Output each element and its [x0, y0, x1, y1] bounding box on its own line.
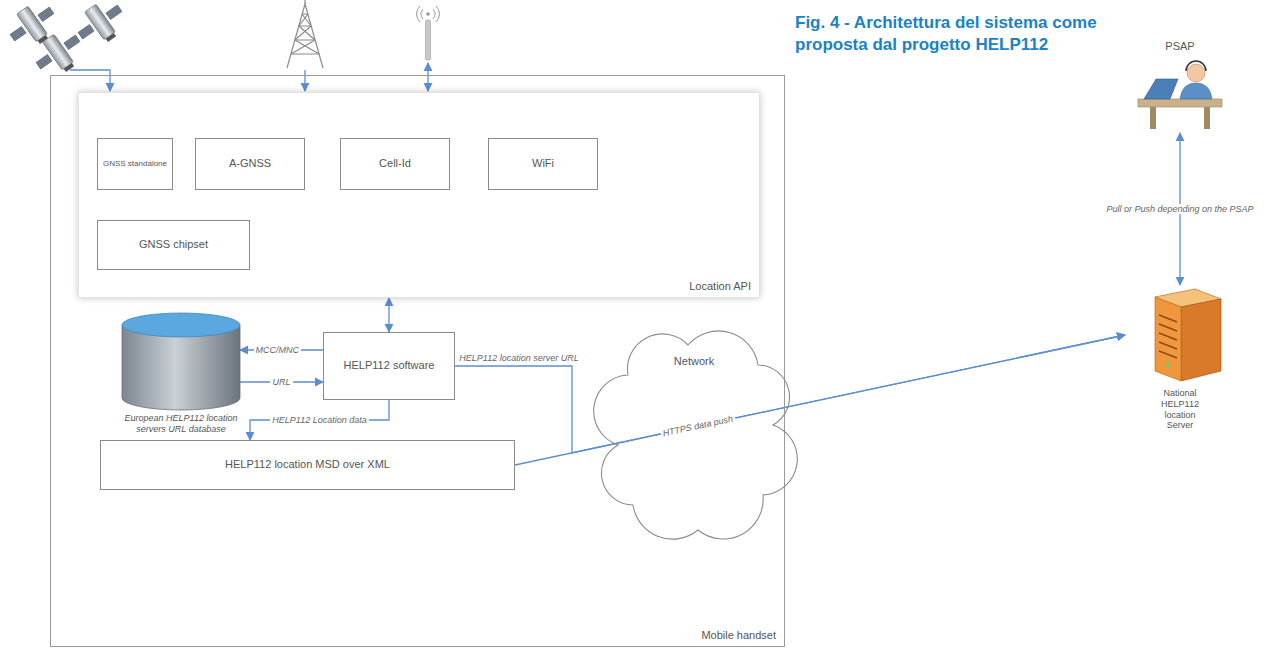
connector-arrow [515, 335, 1125, 465]
message-box: HELP112 location MSD over XML [100, 440, 515, 490]
wifi-antenna-icon [417, 6, 440, 60]
node-label: National HELP112 location Server [1153, 388, 1208, 431]
connector-label: MCC/MNC [254, 345, 302, 355]
connector-label: Pull or Push depending on the PSAP [1104, 204, 1255, 214]
connector-arrow [250, 400, 389, 440]
connector-label: HELP112 Location data [270, 415, 368, 425]
api-panel: GNSS standalone A-GNSS Cell-Id WiFiGNSS chi… [78, 92, 760, 298]
node-label: GNSS chipset [135, 238, 212, 251]
node-label: Network [674, 355, 714, 368]
software-box: HELP112 software [323, 332, 455, 400]
database-cylinder: European HELP112 location servers URL da… [122, 313, 240, 410]
satellite-icon [3, 0, 132, 83]
node-label: GNSS standalone [99, 159, 171, 169]
connector-label: URL [270, 377, 292, 387]
figure-title: Fig. 4 - Architettura del sistema come p… [795, 12, 1115, 56]
connector-arrow [455, 335, 1125, 453]
signal-arrow [70, 63, 428, 91]
node-label: European HELP112 location servers URL da… [114, 413, 249, 435]
cell-tower-icon [287, 0, 323, 68]
node-label: HELP112 location MSD over XML [221, 458, 394, 471]
node-label: Location API [689, 280, 751, 293]
method-box: GNSS standalone [97, 138, 173, 190]
node-label: Mobile handset [701, 629, 776, 642]
server-icon: National HELP112 location Server [1125, 285, 1235, 385]
database-cylinder-outline [122, 313, 240, 410]
connector-label: HTTPS data push [660, 413, 736, 439]
chipset-box: GNSS chipset [97, 220, 250, 270]
node-label: PSAP [1165, 40, 1194, 53]
connector-arrow [388, 298, 389, 332]
node-label: WiFi [528, 157, 558, 170]
node-label: A-GNSS [225, 157, 275, 170]
psap-icon-outline [1130, 55, 1230, 133]
node-label: HELP112 software [340, 359, 439, 372]
method-box: A-GNSS [195, 138, 305, 190]
server-icon-outline [1125, 285, 1235, 385]
method-box: Cell-Id [340, 138, 450, 190]
method-box: WiFi [488, 138, 598, 190]
connector-label: HELP112 location server URL [457, 353, 580, 363]
psap-icon: PSAP [1130, 55, 1230, 133]
node-label: Cell-Id [375, 157, 415, 170]
